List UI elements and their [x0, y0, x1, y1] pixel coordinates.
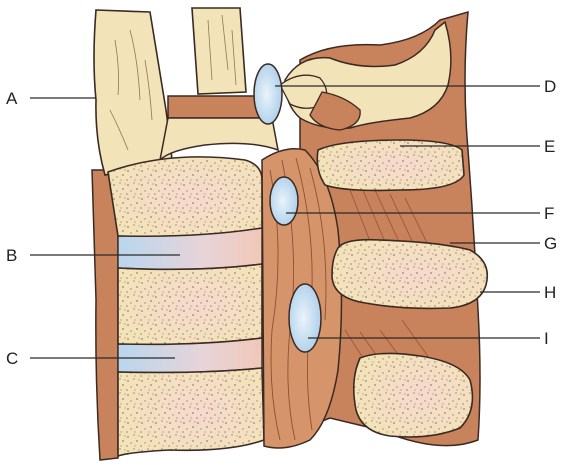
- label-e: E: [544, 137, 555, 156]
- rib-shaft-a: [94, 10, 172, 175]
- vertebral-body-1-texture: [108, 157, 262, 236]
- upper-bone-cap: [160, 118, 278, 160]
- label-b: B: [6, 246, 17, 265]
- label-d: D: [544, 77, 556, 96]
- foramen-f: [270, 177, 298, 225]
- foramen-d: [254, 64, 282, 124]
- label-c: C: [6, 349, 18, 368]
- vertebral-body-h-texture: [332, 240, 487, 309]
- label-f: F: [544, 204, 554, 223]
- label-h: H: [544, 283, 556, 302]
- label-a: A: [6, 89, 18, 108]
- label-g: G: [544, 234, 557, 253]
- vertebral-body-2-texture: [118, 264, 262, 344]
- vertebral-body-3-texture: [118, 368, 264, 456]
- vertebral-body-e-texture: [317, 140, 464, 190]
- foramen-i: [289, 284, 321, 352]
- label-i: I: [544, 329, 549, 348]
- rib-shaft-upper: [192, 8, 246, 94]
